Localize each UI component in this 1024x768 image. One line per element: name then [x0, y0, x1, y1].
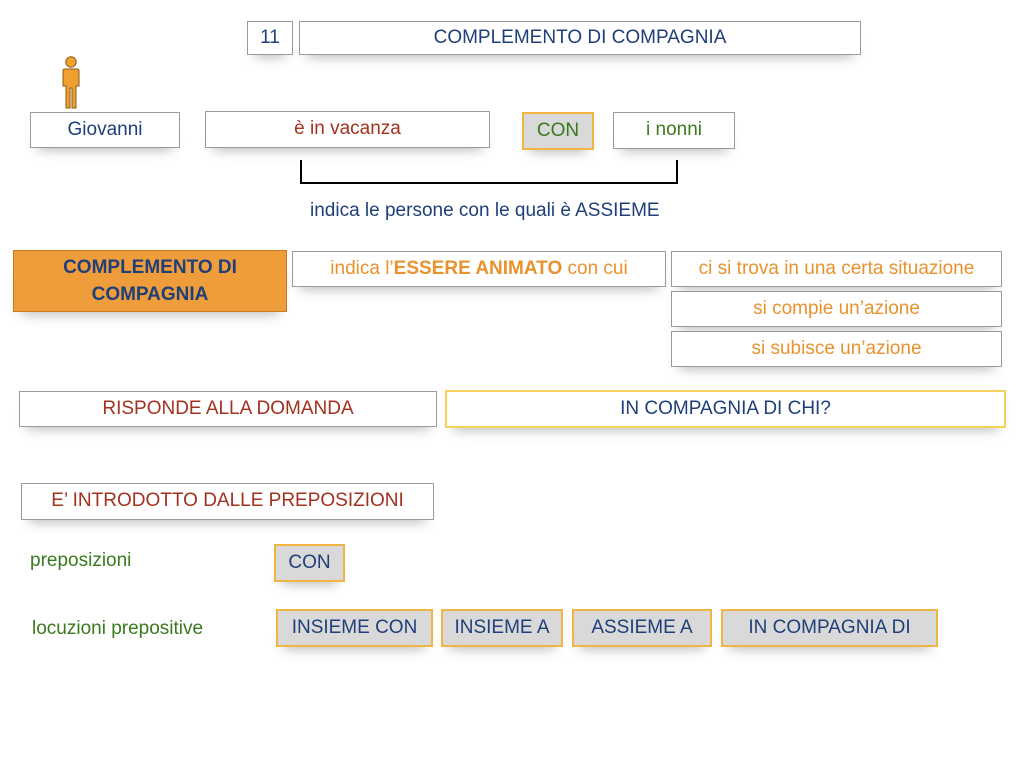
- question-label: RISPONDE ALLA DOMANDA: [19, 391, 437, 427]
- definition-intro-bold: ESSERE ANIMATO: [393, 257, 563, 279]
- slide-number: 11: [247, 21, 293, 55]
- definition-intro: indica l’ESSERE ANIMATO con cui: [292, 251, 666, 287]
- definition-intro-prefix: indica l’: [330, 257, 394, 279]
- example-preposition: CON: [522, 112, 594, 150]
- complement-label: COMPLEMENTO DI COMPAGNIA: [13, 250, 287, 312]
- slide-title: COMPLEMENTO DI COMPAGNIA: [299, 21, 861, 55]
- definition-option-situation: ci si trova in una certa situazione: [671, 251, 1002, 287]
- locution-assieme-a: ASSIEME A: [572, 609, 712, 647]
- example-companion: i nonni: [613, 112, 735, 149]
- prepositions-heading: E’ INTRODOTTO DALLE PREPOSIZIONI: [21, 483, 434, 520]
- simple-prepositions-label: preposizioni: [30, 550, 132, 571]
- preposition-con: CON: [274, 544, 345, 582]
- companion-bracket: [300, 160, 678, 184]
- question-text: IN COMPAGNIA DI CHI?: [445, 390, 1006, 428]
- person-icon: [62, 56, 80, 109]
- example-explanation: indica le persone con le quali è ASSIEME: [310, 200, 660, 221]
- definition-intro-suffix: con cui: [562, 257, 628, 279]
- definition-option-action: si compie un’azione: [671, 291, 1002, 327]
- locution-in-compagnia-di: IN COMPAGNIA DI: [721, 609, 938, 647]
- locution-insieme-a: INSIEME A: [441, 609, 563, 647]
- example-subject: Giovanni: [30, 112, 180, 148]
- locutions-label: locuzioni prepositive: [32, 618, 204, 639]
- example-verb: è in vacanza: [205, 111, 490, 148]
- definition-option-passive: si subisce un’azione: [671, 331, 1002, 367]
- locution-insieme-con: INSIEME CON: [276, 609, 433, 647]
